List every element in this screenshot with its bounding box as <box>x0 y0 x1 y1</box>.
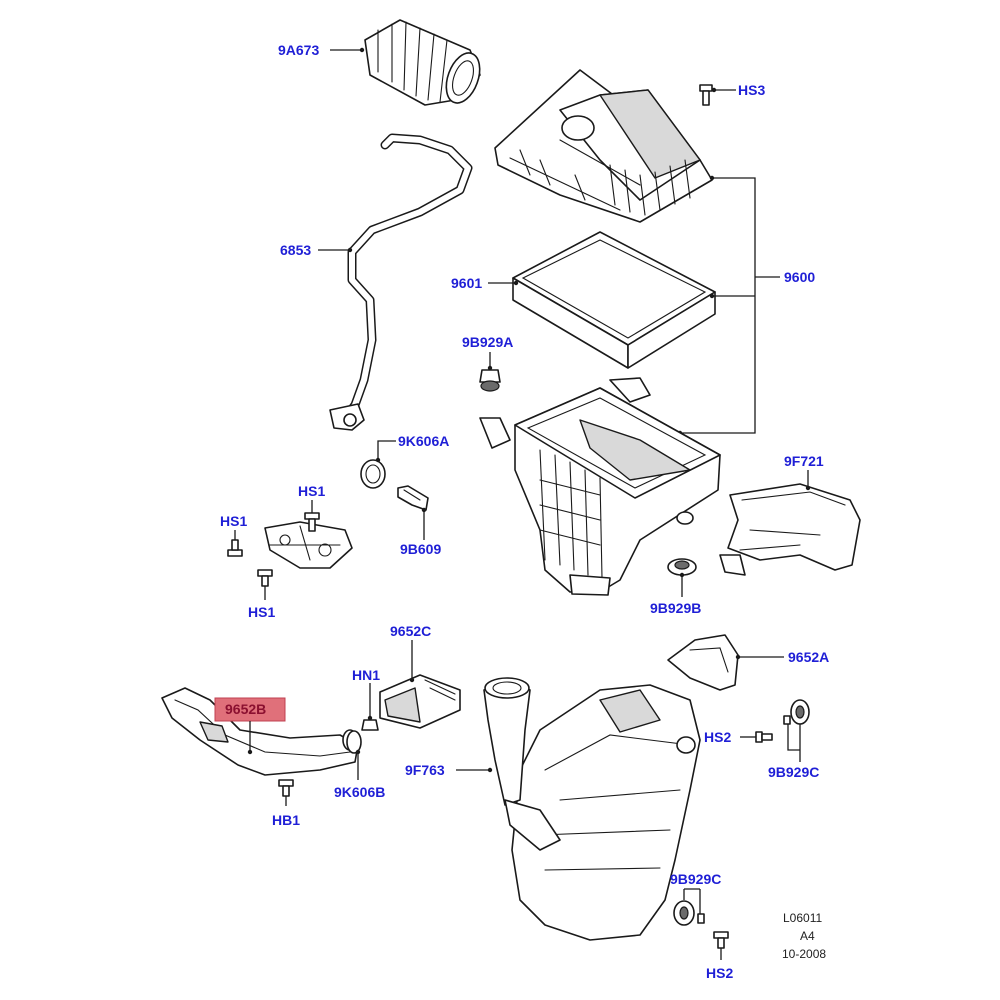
duct-9652C-part <box>379 674 461 729</box>
air-cleaner-cover-part <box>494 69 713 223</box>
grommet-9B929C-mid-part <box>783 699 810 725</box>
air-cleaner-lower-housing-part <box>479 377 721 596</box>
leader-dot-9K606A <box>375 457 381 463</box>
label-HS2-bottom: HS2 <box>706 965 733 981</box>
bolt-hb1-part <box>278 779 294 797</box>
label-9B929C-mid: 9B929C <box>768 764 819 780</box>
leader-dot-9F763 <box>487 767 493 773</box>
label-HS1-top: HS1 <box>298 483 325 499</box>
air-filter-element-part <box>512 231 716 369</box>
nut-hn1-part <box>361 719 379 731</box>
screw-hs3-part <box>699 84 713 106</box>
leader-dot-HN1 <box>367 715 373 721</box>
label-9K606B: 9K606B <box>334 784 385 800</box>
leader-dot-9B609 <box>421 507 427 513</box>
label-HS1-left: HS1 <box>220 513 247 529</box>
label-9A673: 9A673 <box>278 42 319 58</box>
label-9K606A: 9K606A <box>398 433 449 449</box>
label-HS1-bottom: HS1 <box>248 604 275 620</box>
label-9B929C-bottom: 9B929C <box>670 871 721 887</box>
leader-9600 <box>680 177 780 434</box>
leader-dot-9652C <box>409 677 415 683</box>
leader-dot-6853 <box>347 247 353 253</box>
screw-hs1-bottom-part <box>257 569 273 587</box>
leader-dot-9B929A <box>487 365 493 371</box>
label-9652A: 9652A <box>788 649 829 665</box>
leader-dot-9652B <box>247 749 253 755</box>
resonator-9F763-part <box>483 677 701 941</box>
grommet-9B929C-bottom-part <box>673 900 705 926</box>
drawing-date: 10-2008 <box>782 947 826 961</box>
leader-dot-9601 <box>513 280 519 286</box>
label-9B929A: 9B929A <box>462 334 513 350</box>
label-9B929B: 9B929B <box>650 600 701 616</box>
intake-duct-9F721-part <box>719 483 861 576</box>
leader-dot-9B929B <box>679 572 685 578</box>
leader-dot-9F721 <box>805 485 811 491</box>
label-HS3: HS3 <box>738 82 765 98</box>
seal-9K606A-part <box>360 459 386 489</box>
leader-9B929C-mid <box>787 724 801 762</box>
leader-dot-9600-a <box>709 175 715 181</box>
label-HS2-mid: HS2 <box>704 729 731 745</box>
mounting-bracket-part <box>264 521 353 569</box>
leader-dot-9600-b <box>709 293 715 299</box>
label-9F721: 9F721 <box>784 453 824 469</box>
label-9652B: 9652B <box>225 701 266 717</box>
leader-9K606A <box>377 440 396 460</box>
leader-dot-9K606B <box>355 749 361 755</box>
leader-dot-9A673 <box>359 47 365 53</box>
leader-dot-9652A <box>735 654 741 660</box>
label-6853: 6853 <box>280 242 311 258</box>
label-9601: 9601 <box>451 275 482 291</box>
screw-hs2-bottom-part <box>713 931 729 949</box>
label-9F763: 9F763 <box>405 762 445 778</box>
screw-hs1-left-part <box>227 539 243 557</box>
grommet-9B929A-part <box>479 369 501 392</box>
breather-hose-part <box>329 133 473 431</box>
leader-dot-HS3 <box>711 87 717 93</box>
label-9B609: 9B609 <box>400 541 441 557</box>
label-HB1: HB1 <box>272 812 300 828</box>
drawing-code: L06011 <box>783 911 822 925</box>
duct-cover-9652A-part <box>667 634 739 691</box>
drawing-size: A4 <box>800 929 815 943</box>
clip-9B609-part <box>397 485 429 511</box>
screw-hs2-mid-part <box>755 731 773 743</box>
air-intake-boot-part <box>364 19 481 106</box>
leader-9B929C-bottom <box>683 888 701 914</box>
grommet-9B929B-part <box>667 558 697 576</box>
label-9600: 9600 <box>784 269 815 285</box>
seal-9K606B-part <box>346 730 362 754</box>
label-9652C: 9652C <box>390 623 431 639</box>
label-HN1: HN1 <box>352 667 380 683</box>
